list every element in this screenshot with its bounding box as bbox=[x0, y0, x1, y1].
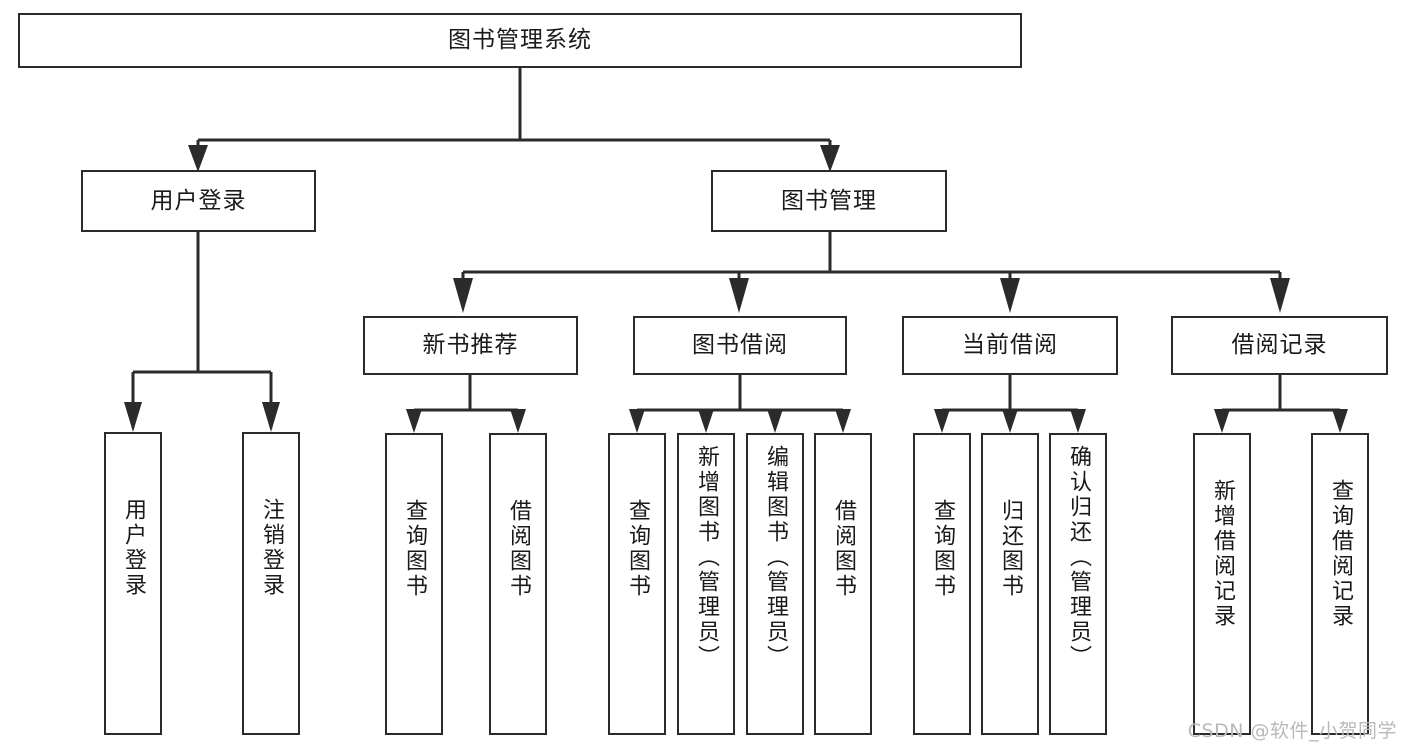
node-label: 新增图书（管理员） bbox=[694, 445, 719, 670]
leaf-new-book-query[interactable]: 查询图书 bbox=[385, 433, 443, 735]
node-label: 用户登录 bbox=[121, 498, 146, 598]
leaf-current-borrow-return[interactable]: 归还图书 bbox=[981, 433, 1039, 735]
node-book-management[interactable]: 图书管理 bbox=[711, 170, 947, 232]
leaf-book-borrow-edit[interactable]: 编辑图书（管理员） bbox=[746, 433, 804, 735]
node-label: 确认归还（管理员） bbox=[1066, 445, 1091, 670]
node-label: 图书管理 bbox=[781, 187, 877, 214]
node-label: 借阅记录 bbox=[1231, 332, 1328, 359]
leaf-book-borrow-borrow[interactable]: 借阅图书 bbox=[814, 433, 872, 735]
leaf-user-login-logout[interactable]: 注销登录 bbox=[242, 432, 300, 735]
node-label: 图书借阅 bbox=[692, 332, 788, 359]
node-label: 查询图书 bbox=[402, 499, 427, 599]
leaf-new-book-borrow[interactable]: 借阅图书 bbox=[489, 433, 547, 735]
node-new-book-recommend[interactable]: 新书推荐 bbox=[363, 316, 578, 375]
node-label: 新增借阅记录 bbox=[1210, 479, 1235, 629]
node-label: 编辑图书（管理员） bbox=[763, 445, 788, 670]
node-label: 查询图书 bbox=[930, 499, 955, 599]
arrowheads bbox=[124, 145, 1348, 433]
leaf-user-login-login[interactable]: 用户登录 bbox=[104, 432, 162, 735]
leaf-borrow-record-add[interactable]: 新增借阅记录 bbox=[1193, 433, 1251, 735]
node-label: 归还图书 bbox=[998, 499, 1023, 599]
node-book-borrow[interactable]: 图书借阅 bbox=[633, 316, 847, 375]
node-label: 用户登录 bbox=[150, 187, 247, 214]
node-label: 借阅图书 bbox=[506, 499, 531, 599]
node-label: 查询借阅记录 bbox=[1328, 479, 1353, 629]
node-label: 借阅图书 bbox=[831, 499, 856, 599]
node-label: 当前借阅 bbox=[962, 332, 1058, 359]
node-current-borrow[interactable]: 当前借阅 bbox=[902, 316, 1118, 375]
node-root-system[interactable]: 图书管理系统 bbox=[18, 13, 1022, 68]
leaf-current-borrow-query[interactable]: 查询图书 bbox=[913, 433, 971, 735]
leaf-current-borrow-confirm-return[interactable]: 确认归还（管理员） bbox=[1049, 433, 1107, 735]
node-label: 注销登录 bbox=[259, 498, 284, 598]
node-label: 图书管理系统 bbox=[448, 27, 592, 54]
leaf-book-borrow-query[interactable]: 查询图书 bbox=[608, 433, 666, 735]
node-borrow-record[interactable]: 借阅记录 bbox=[1171, 316, 1388, 375]
leaf-borrow-record-query[interactable]: 查询借阅记录 bbox=[1311, 433, 1369, 735]
node-label: 查询图书 bbox=[625, 499, 650, 599]
node-label: 新书推荐 bbox=[422, 332, 519, 359]
node-user-login[interactable]: 用户登录 bbox=[81, 170, 316, 232]
leaf-book-borrow-add[interactable]: 新增图书（管理员） bbox=[677, 433, 735, 735]
